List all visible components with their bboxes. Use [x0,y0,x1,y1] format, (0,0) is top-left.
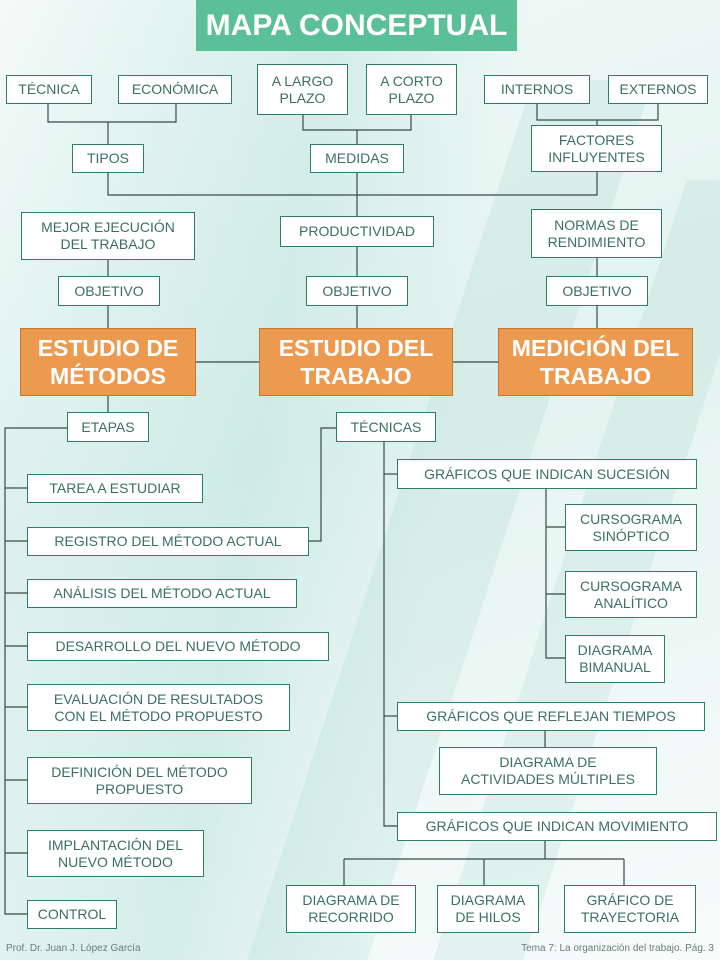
diagrama-recorrido-node: DIAGRAMA DE RECORRIDO [286,885,416,933]
graficos-sucesion-node: GRÁFICOS QUE INDICAN SUCESIÓN [397,459,697,489]
economica-node: ECONÓMICA [118,75,232,104]
etapa-item: TAREA A ESTUDIAR [27,474,203,503]
etapa-item: ANÁLISIS DEL MÉTODO ACTUAL [27,579,297,608]
cursograma-analitico-node: CURSOGRAMA ANALÍTICO [565,571,697,618]
productividad-node: PRODUCTIVIDAD [280,216,434,247]
graficos-tiempos-node: GRÁFICOS QUE REFLEJAN TIEMPOS [397,702,705,731]
page-title: MAPA CONCEPTUAL [196,0,517,51]
diagrama-hilos-node: DIAGRAMA DE HILOS [437,885,539,933]
graficos-movimiento-node: GRÁFICOS QUE INDICAN MOVIMIENTO [397,812,717,841]
etapa-item: IMPLANTACIÓN DEL NUEVO MÉTODO [27,830,204,877]
objetivo-center-node: OBJETIVO [306,276,408,306]
estudio-trabajo-node: ESTUDIO DEL TRABAJO [259,328,453,396]
tipos-node: TIPOS [72,144,144,173]
mejor-ejecucion-node: MEJOR EJECUCIÓN DEL TRABAJO [21,212,195,260]
medicion-trabajo-node: MEDICIÓN DEL TRABAJO [498,328,693,396]
objetivo-left-node: OBJETIVO [58,276,160,306]
a-corto-plazo-node: A CORTO PLAZO [366,64,457,115]
externos-node: EXTERNOS [608,75,708,104]
footer-page-info: Tema 7: La organización del trabajo. Pág… [521,943,714,954]
footer-author: Prof. Dr. Juan J. López García [6,943,141,954]
tecnicas-node: TÉCNICAS [336,412,436,442]
etapa-item: EVALUACIÓN DE RESULTADOS CON EL MÉTODO P… [27,684,290,731]
etapas-node: ETAPAS [67,412,149,442]
etapa-item: DEFINICIÓN DEL MÉTODO PROPUESTO [27,757,252,804]
estudio-metodos-node: ESTUDIO DE MÉTODOS [20,328,196,396]
cursograma-sinoptico-node: CURSOGRAMA SINÓPTICO [565,504,697,551]
diagrama-bimanual-node: DIAGRAMA BIMANUAL [565,635,665,683]
objetivo-right-node: OBJETIVO [546,276,648,306]
factores-influyentes-node: FACTORES INFLUYENTES [531,125,662,172]
normas-rendimiento-node: NORMAS DE RENDIMIENTO [531,209,662,258]
etapa-item: CONTROL [27,900,117,929]
grafico-trayectoria-node: GRÁFICO DE TRAYECTORIA [564,885,696,933]
etapa-item: REGISTRO DEL MÉTODO ACTUAL [27,527,309,556]
actividades-multiples-node: DIAGRAMA DE ACTIVIDADES MÚLTIPLES [439,747,657,795]
medidas-node: MEDIDAS [310,144,404,173]
a-largo-plazo-node: A LARGO PLAZO [257,64,348,115]
tecnica-node: TÉCNICA [6,75,92,104]
internos-node: INTERNOS [484,75,590,104]
etapa-item: DESARROLLO DEL NUEVO MÉTODO [27,632,329,661]
